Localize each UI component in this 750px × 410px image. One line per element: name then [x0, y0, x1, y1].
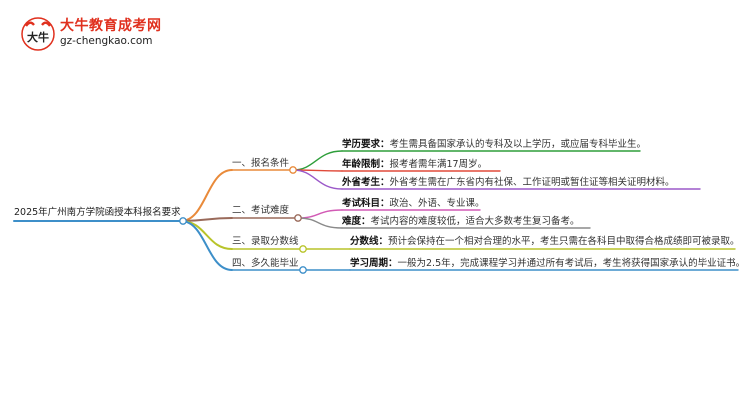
- root-topic: 2025年广州南方学院函授本科报名要求: [14, 207, 181, 218]
- leaf-out-of-province: 外省考生：外省考生需在广东省内有社保、工作证明或暂住证等相关证明材料。: [342, 177, 675, 188]
- branch-node: [289, 166, 297, 174]
- branch-connector: [180, 220, 233, 271]
- branch-graduation-time: 四、多久能毕业: [232, 258, 299, 269]
- branch-registration-conditions: 一、报名条件: [232, 158, 290, 169]
- leaf-study-period: 学习周期：一般为2.5年，完成课程学习并通过所有考试后，考生将获得国家承认的毕业…: [350, 258, 746, 269]
- leaf-education-requirement: 学历要求：考生需具备国家承认的专科及以上学历，或应届专科毕业生。: [342, 139, 647, 150]
- leaf-difficulty: 难度：考试内容的难度较低，适合大多数考生复习备考。: [342, 216, 580, 227]
- brand-title: 大牛教育成考网: [60, 18, 162, 34]
- leaf-connector: [292, 150, 343, 171]
- leaf-age-limit: 年龄限制：报考者需年满17周岁。: [342, 159, 488, 170]
- svg-text:大牛: 大牛: [27, 30, 49, 44]
- bull-logo-icon: 大牛: [21, 17, 55, 51]
- root-node: [179, 217, 187, 225]
- branch-admission-score: 三、录取分数线: [232, 236, 299, 247]
- leaf-connector: [292, 169, 343, 190]
- leaf-exam-subjects: 考试科目：政治、外语、专业课。: [342, 198, 485, 209]
- branch-node: [299, 266, 307, 274]
- branch-node: [294, 214, 302, 222]
- branch-node: [299, 245, 307, 253]
- brand-logo[interactable]: 大牛 大牛教育成考网 gz-chengkao.com: [20, 14, 230, 56]
- leaf-connector: [297, 209, 343, 219]
- branch-exam-difficulty: 二、考试难度: [232, 205, 290, 216]
- brand-url: gz-chengkao.com: [60, 35, 153, 47]
- leaf-score-line: 分数线：预计会保持在一个相对合理的水平，考生只需在各科目中取得合格成绩即可被录取…: [350, 236, 740, 247]
- branch-connector: [180, 169, 233, 222]
- leaf-connector: [297, 217, 343, 229]
